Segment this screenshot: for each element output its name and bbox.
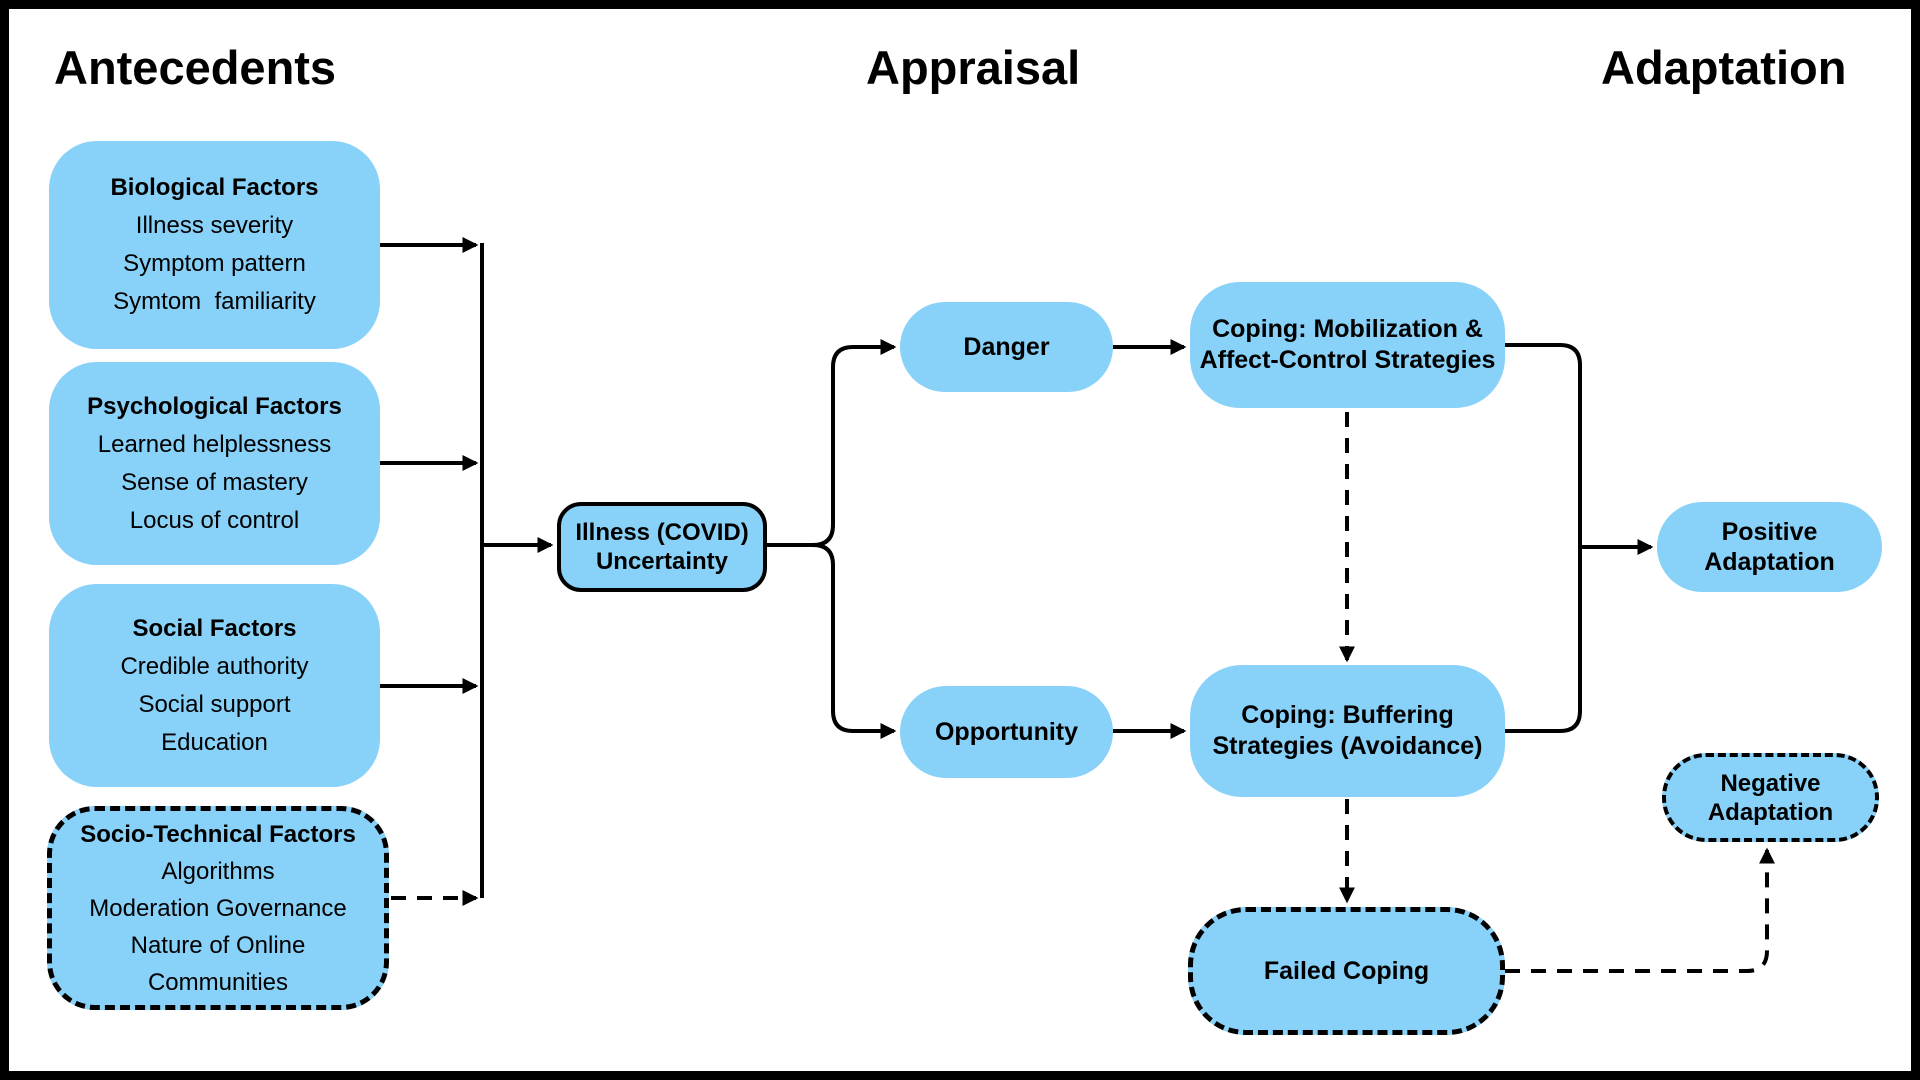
danger-label: Danger <box>963 332 1050 361</box>
edge-mobilization-merge <box>1505 343 1582 547</box>
opportunity-label: Opportunity <box>934 717 1079 746</box>
node-negative-adaptation: Negative Adaptation <box>1662 753 1879 842</box>
header-antecedents: Antecedents <box>54 41 337 94</box>
social-factors-item: Social support <box>138 690 291 718</box>
header-adaptation: Adaptation <box>1601 41 1847 94</box>
biological-factors-title: Biological Factors <box>110 174 319 201</box>
psychological-factors-item: Learned helplessness <box>97 430 332 458</box>
node-socio-technical-factors: Socio-Technical Factors Algorithms Moder… <box>47 806 389 1010</box>
edge-failedcoping-negative <box>1505 847 1775 973</box>
node-social-factors: Social Factors Credible authority Social… <box>49 584 380 787</box>
psychological-factors-title: Psychological Factors <box>87 392 342 420</box>
illness-uncertainty-label: Illness (COVID) Uncertainty <box>575 519 749 575</box>
psychological-factors-item: Locus of control <box>129 506 300 534</box>
node-illness-uncertainty: Illness (COVID) Uncertainty <box>557 502 767 592</box>
node-biological-factors: Biological Factors Illness severity Symp… <box>49 141 380 349</box>
node-failed-coping: Failed Coping <box>1188 907 1505 1035</box>
socio-technical-factors-title: Socio-Technical Factors <box>80 820 356 848</box>
social-factors-item: Credible authority <box>120 652 309 680</box>
node-danger: Danger <box>900 302 1113 392</box>
social-factors-title: Social Factors <box>132 614 297 642</box>
socio-technical-factors-item: Algorithms <box>161 857 275 885</box>
socio-technical-factors-item: Moderation Governance <box>89 894 347 922</box>
positive-adaptation-label: Positive Adaptation <box>1704 518 1835 576</box>
edge-buffering-merge <box>1505 547 1582 733</box>
node-opportunity: Opportunity <box>900 686 1113 778</box>
edge-illness-opportunity <box>767 543 897 739</box>
node-coping-buffering: Coping: Buffering Strategies (Avoidance) <box>1190 665 1505 797</box>
negative-adaptation-label: Negative Adaptation <box>1707 769 1834 826</box>
coping-mobilization-label: Coping: Mobilization & Affect-Control St… <box>1199 315 1496 374</box>
edge-illness-danger <box>767 339 897 547</box>
header-appraisal: Appraisal <box>866 41 1081 94</box>
biological-factors-item: Symtom familiarity <box>113 288 316 315</box>
failed-coping-label: Failed Coping <box>1263 956 1430 985</box>
biological-factors-item: Illness severity <box>135 212 294 239</box>
psychological-factors-item: Sense of mastery <box>121 468 308 496</box>
node-positive-adaptation: Positive Adaptation <box>1657 502 1882 592</box>
biological-factors-item: Symptom pattern <box>123 250 306 277</box>
node-coping-mobilization: Coping: Mobilization & Affect-Control St… <box>1190 282 1505 408</box>
socio-technical-factors-item: Nature of Online Communities <box>130 931 313 996</box>
coping-buffering-label: Coping: Buffering Strategies (Avoidance) <box>1212 701 1483 760</box>
social-factors-item: Education <box>161 728 268 756</box>
node-psychological-factors: Psychological Factors Learned helplessne… <box>49 362 380 565</box>
